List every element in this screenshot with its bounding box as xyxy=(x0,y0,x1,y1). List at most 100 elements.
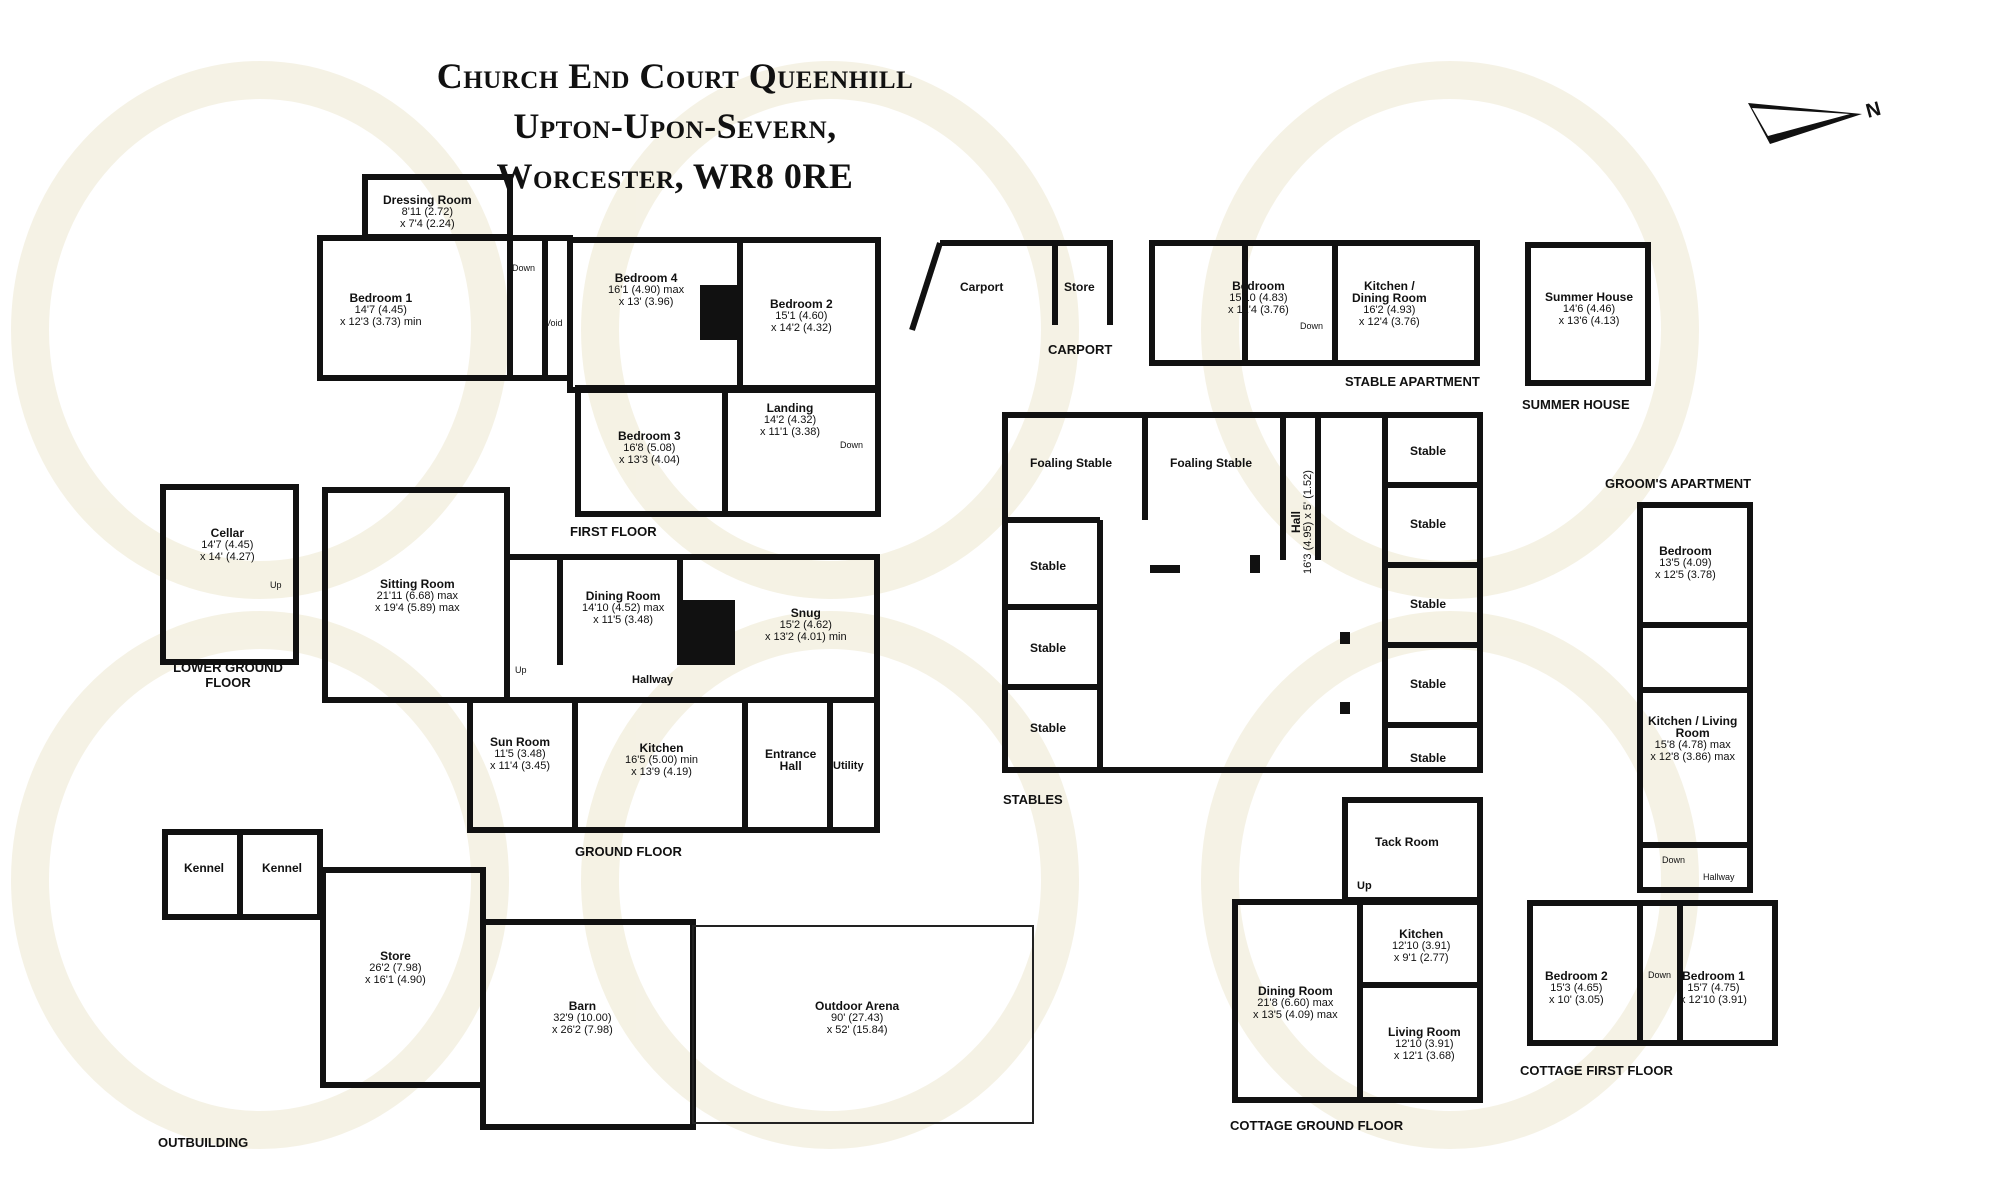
down-label: Down xyxy=(840,440,864,450)
section-stable-apartment: STABLE APARTMENT xyxy=(1345,374,1480,389)
room-dims: 16'5 (5.00) min x 13'9 (4.19) xyxy=(625,754,699,778)
room-dims: 26'2 (7.98) x 16'1 (4.90) xyxy=(365,962,426,986)
room-dims: 21'8 (6.60) max x 13'5 (4.09) max xyxy=(1253,997,1338,1021)
down-label: Down xyxy=(1300,321,1324,331)
room-name: Kitchen / Dining Room xyxy=(1352,279,1427,305)
pillars xyxy=(1150,555,1350,714)
room-dims: 21'11 (6.68) max x 19'4 (5.89) max xyxy=(375,590,460,614)
room-store-small: Store xyxy=(1064,281,1095,293)
room-name: Foaling Stable xyxy=(1170,456,1253,470)
room-dims: 12'10 (3.91) x 9'1 (2.77) xyxy=(1392,940,1451,964)
room-dims: 16'3 (4.95) x 5' (1.52) xyxy=(1301,470,1314,574)
room-tack: Tack Room xyxy=(1375,836,1439,848)
room-name: Kitchen xyxy=(1399,927,1444,941)
section-cottage-ground: COTTAGE GROUND FLOOR xyxy=(1230,1118,1404,1133)
stable-label: Stable xyxy=(1410,444,1447,458)
section-outbuilding: OUTBUILDING xyxy=(158,1135,249,1150)
compass-label: N xyxy=(1864,98,1884,123)
title-line3: Worcester, WR8 0RE xyxy=(496,156,854,196)
stable-label: Stable xyxy=(1410,677,1447,691)
hallway-label: Hallway xyxy=(1703,872,1735,882)
room-name: Bedroom xyxy=(1659,544,1712,558)
stable-label: Stable xyxy=(1030,641,1067,655)
section-first-floor: FIRST FLOOR xyxy=(570,524,657,539)
watermark xyxy=(11,61,1699,1149)
stable-label: Stable xyxy=(1410,751,1447,765)
down-label: Down xyxy=(512,263,536,273)
room-dims: 14'6 (4.46) x 13'6 (4.13) xyxy=(1558,303,1620,327)
room-name: Snug xyxy=(790,606,821,620)
room-name: Bedroom 1 xyxy=(349,291,413,305)
room-name: Bedroom 4 xyxy=(614,271,678,285)
room-dims: 8'11 (2.72) x 7'4 (2.24) xyxy=(400,206,455,230)
up-label: Up xyxy=(1357,880,1372,892)
room-foaling1: Foaling Stable xyxy=(1030,457,1112,469)
section-cottage-first: COTTAGE FIRST FLOOR xyxy=(1520,1063,1673,1078)
down-label: Down xyxy=(1648,970,1672,980)
room-dims: 15'2 (4.62) x 13'2 (4.01) min xyxy=(765,619,847,643)
section-stables: STABLES xyxy=(1003,792,1063,807)
room-name: Store xyxy=(380,949,411,963)
room-name: Bedroom xyxy=(1232,279,1285,293)
room-dims: 11'5 (3.48) x 11'4 (3.45) xyxy=(490,748,550,772)
section-carport: CARPORT xyxy=(1048,342,1113,357)
room-name: Summer House xyxy=(1545,290,1634,304)
room-name: Bedroom 1 xyxy=(1682,969,1745,983)
room-name: Kitchen / Living Room xyxy=(1648,714,1738,740)
room-kennel1: Kennel xyxy=(184,862,224,874)
room-kennel2: Kennel xyxy=(262,862,302,874)
room-name: Outdoor Arena xyxy=(815,999,900,1013)
down-label: Down xyxy=(1662,855,1686,865)
up-label: Up xyxy=(515,665,527,675)
room-name: Living Room xyxy=(1388,1025,1461,1039)
compass-arrow-icon: N xyxy=(1748,98,1883,144)
room-name: Dressing Room xyxy=(383,193,472,207)
room-dims: 14'2 (4.32) x 11'1 (3.38) xyxy=(760,414,820,438)
section-lower-ground: LOWER GROUND FLOOR xyxy=(173,660,283,690)
stable-label: Stable xyxy=(1030,721,1067,735)
room-dims: 15'1 (4.60) x 14'2 (4.32) xyxy=(770,310,832,334)
room-dims: 15'7 (4.75) x 12'10 (3.91) xyxy=(1680,982,1747,1006)
room-name: Sitting Room xyxy=(379,577,455,591)
utility-label: Utility xyxy=(833,760,864,772)
room-name: Sun Room xyxy=(490,735,550,749)
section-summer-house: SUMMER HOUSE xyxy=(1522,397,1630,412)
room-dims: 15'10 (4.83) x 12'4 (3.76) xyxy=(1228,292,1289,316)
hallway-label: Hallway xyxy=(632,674,673,686)
room-dims: 13'5 (4.09) x 12'5 (3.78) xyxy=(1655,557,1716,581)
room-name: Foaling Stable xyxy=(1030,456,1113,470)
room-dims: 14'7 (4.45) x 12'3 (3.73) min xyxy=(340,304,422,328)
room-dims: 16'2 (4.93) x 12'4 (3.76) xyxy=(1358,304,1420,328)
void-label: Void xyxy=(545,318,563,328)
title-line2: Upton-Upon-Severn, xyxy=(513,106,837,146)
room-name: Hall xyxy=(1288,511,1303,534)
room-name: Store xyxy=(1064,280,1095,294)
walls xyxy=(160,174,1778,1130)
title-line1: Church End Court Queenhill xyxy=(436,56,914,96)
room-dims: 14'7 (4.45) x 14' (4.27) xyxy=(200,539,255,563)
room-name: Dining Room xyxy=(1257,984,1333,998)
room-dims: 90' (27.43) x 52' (15.84) xyxy=(826,1012,888,1036)
